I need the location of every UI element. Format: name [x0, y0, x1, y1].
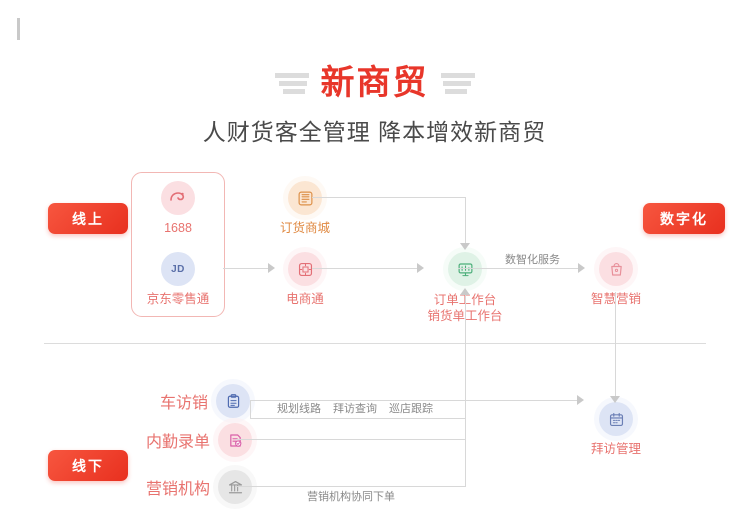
- monitor-glyph-icon: [458, 262, 472, 276]
- monitor-icon: [443, 247, 487, 291]
- page-subtitle: 人财货客全管理 降本增效新商贸: [202, 119, 547, 145]
- arrow-group-to-ecommerce-icon: [268, 263, 275, 273]
- node-order-mall-label: 订货商城: [279, 221, 330, 235]
- node-office-entry-label: 内勤录单: [146, 434, 211, 451]
- node-jd-retail-label: 京东零售通: [146, 292, 210, 306]
- node-1688-label: 1688: [164, 221, 192, 235]
- badge-offline: 线下: [48, 450, 128, 481]
- node-vehicle-sales-label: 车访销: [160, 395, 209, 412]
- calendar-glyph-icon: [609, 412, 623, 426]
- badge-online: 线上: [48, 203, 128, 234]
- node-visit-management-label: 拜访管理: [590, 442, 641, 456]
- alibaba-glyph-icon: [170, 192, 185, 201]
- arrow-marketing-to-visit-icon: [610, 396, 620, 403]
- node-workbench[interactable]: 订单工作台 销货单工作台: [423, 247, 507, 324]
- line-vehicle-sales-right: [250, 400, 582, 401]
- node-jd-retail[interactable]: JD 京东零售通: [141, 247, 215, 307]
- document-check-icon: [213, 418, 258, 462]
- line-office-entry-right: [236, 439, 465, 440]
- chevron-decoration-right-icon: [440, 72, 475, 94]
- bank-glyph-icon: [228, 480, 242, 493]
- line-group-to-ecommerce: [223, 268, 272, 269]
- clipboard-glyph-icon: [227, 393, 239, 408]
- arrow-ecommerce-to-workbench-icon: [417, 263, 424, 273]
- line-ecommerce-to-workbench: [312, 268, 422, 269]
- title-row: 新商贸: [0, 60, 749, 106]
- node-marketing-org[interactable]: 营销机构: [146, 465, 258, 509]
- line-marketing-to-visit: [615, 292, 616, 400]
- node-ecommerce-label: 电商通: [286, 292, 324, 306]
- arrow-up-into-workbench-icon: [460, 288, 470, 295]
- node-vehicle-sales[interactable]: 车访销: [160, 379, 256, 423]
- line-feature-row: [250, 418, 465, 419]
- page-header: 新商贸 人财货客全管理 降本增效新商贸: [0, 60, 749, 147]
- line-marketing-org-right: [236, 486, 465, 487]
- clipboard-icon: [211, 379, 256, 423]
- node-ecommerce[interactable]: 电商通: [275, 247, 335, 307]
- corner-tick-mark: [17, 18, 20, 40]
- calendar-icon: [594, 397, 638, 441]
- alibaba-1688-icon: [156, 176, 200, 220]
- bag-icon: [594, 247, 638, 291]
- node-order-mall[interactable]: 订货商城: [275, 176, 335, 236]
- badge-digital: 数字化: [643, 203, 725, 234]
- section-divider: [44, 343, 706, 344]
- line-workbench-vertical-down: [465, 292, 466, 487]
- line-order-mall-right: [312, 197, 465, 198]
- arrow-vehicle-sales-to-visit-icon: [577, 395, 584, 405]
- node-1688[interactable]: 1688: [156, 176, 200, 236]
- node-workbench-label-line1: 订单工作台: [434, 292, 497, 308]
- shop-glyph-icon: [298, 191, 312, 205]
- flow-label-visit-query: 拜访查询: [333, 403, 377, 415]
- flow-label-plan-route: 规划线路: [277, 403, 321, 415]
- jd-icon: JD: [156, 247, 200, 291]
- jd-icon-text: JD: [171, 263, 185, 275]
- bank-icon: [213, 465, 258, 509]
- node-office-entry[interactable]: 内勤录单: [146, 418, 258, 462]
- ecommerce-glyph-icon: [298, 262, 312, 276]
- page-title: 新商贸: [320, 64, 429, 102]
- flow-label-digital-service: 数智化服务: [505, 254, 560, 266]
- chevron-decoration-left-icon: [274, 72, 309, 94]
- node-workbench-label-line2: 销货单工作台: [427, 308, 502, 324]
- node-marketing-org-label: 营销机构: [146, 481, 211, 498]
- node-smart-marketing[interactable]: 智慧营销: [585, 247, 647, 307]
- document-check-glyph-icon: [229, 433, 241, 447]
- line-workbench-to-marketing: [458, 268, 583, 269]
- ecommerce-icon: [283, 247, 327, 291]
- arrow-workbench-to-marketing-icon: [578, 263, 585, 273]
- flow-label-org-collaboration: 营销机构协同下单: [307, 491, 395, 503]
- arrow-order-mall-to-workbench-icon: [460, 243, 470, 250]
- flow-label-store-tracking: 巡店跟踪: [389, 403, 433, 415]
- shop-icon: [283, 176, 327, 220]
- line-vehicle-sales-bracket-down: [250, 400, 251, 418]
- line-order-mall-down: [465, 197, 466, 245]
- node-visit-management[interactable]: 拜访管理: [585, 397, 647, 457]
- bag-glyph-icon: [610, 262, 622, 276]
